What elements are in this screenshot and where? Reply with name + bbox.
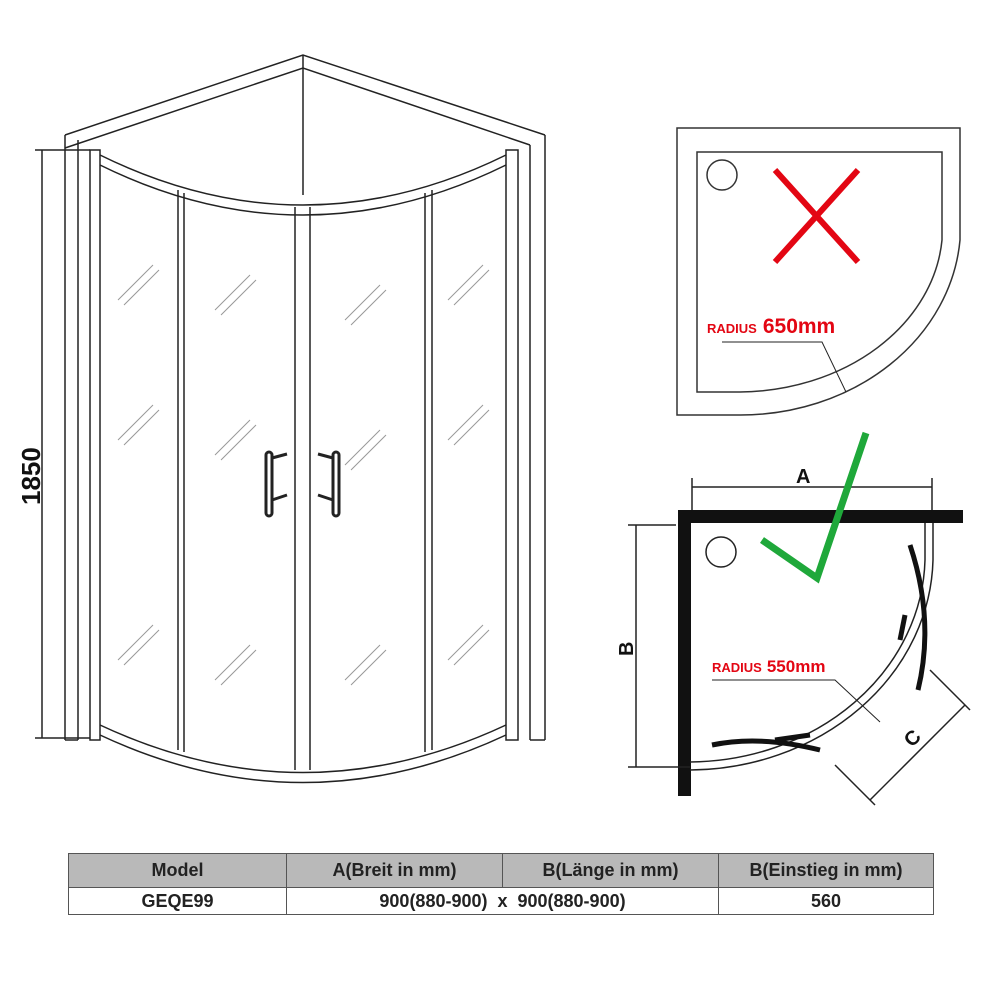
dimension-a-label: A	[796, 466, 810, 488]
cell-size: 900(880-900) x 900(880-900)	[286, 887, 719, 915]
shower-enclosure-drawing	[35, 54, 546, 784]
header-einstieg: B(Einstieg in mm)	[718, 853, 934, 888]
door-handles[interactable]	[264, 450, 341, 518]
cell-model: GEQE99	[68, 887, 287, 915]
header-laenge: B(Länge in mm)	[502, 853, 719, 888]
cross-icon	[772, 167, 861, 265]
tray-650-diagram	[676, 127, 961, 416]
table-header-row: Model A(Breit in mm) B(Länge in mm) B(Ei…	[68, 853, 934, 888]
top-rail	[99, 154, 507, 206]
spec-table: Model A(Breit in mm) B(Länge in mm) B(Ei…	[68, 853, 934, 915]
table-row: GEQE99 900(880-900) x 900(880-900) 560	[68, 887, 934, 915]
bottom-rail	[99, 724, 507, 774]
cell-entry: 560	[718, 887, 934, 915]
wall-top-inner	[64, 67, 531, 149]
right-post	[505, 149, 519, 741]
left-post	[89, 149, 101, 741]
drain-icon	[706, 159, 738, 191]
check-icon	[760, 431, 870, 584]
header-model: Model	[68, 853, 287, 888]
plan-550-diagram	[628, 478, 971, 806]
sliding-door-arrows	[711, 544, 928, 753]
header-breit: A(Breit in mm)	[286, 853, 503, 888]
height-label: 1850	[16, 447, 46, 505]
wall-top-edge	[64, 54, 546, 136]
glass-reflection-marks	[117, 264, 490, 686]
dimension-b-label: B	[616, 642, 638, 656]
drain-icon	[705, 536, 737, 568]
